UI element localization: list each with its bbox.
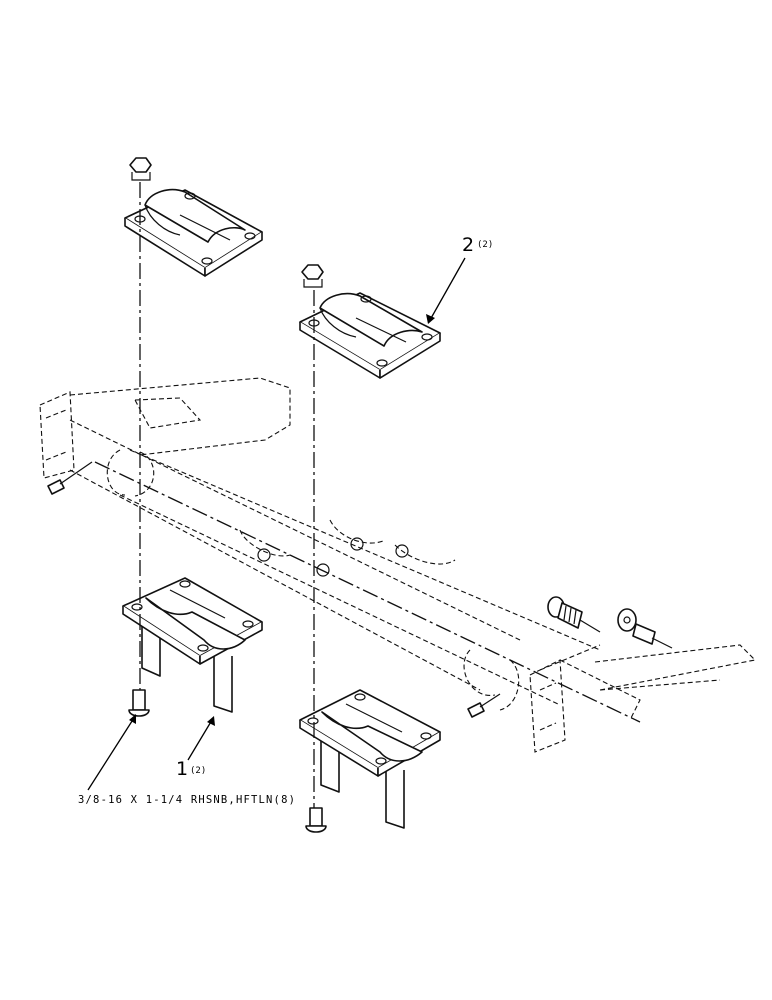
lower-clamp-base-left bbox=[122, 577, 263, 717]
upper-clamp-cap-left bbox=[124, 157, 263, 277]
spring-bolt-right bbox=[617, 608, 673, 649]
axle-assembly-hidden bbox=[39, 377, 757, 753]
bolt-axis-lines bbox=[139, 182, 315, 808]
right-grease-fitting bbox=[467, 693, 501, 718]
spring-bolt-left bbox=[547, 596, 601, 633]
upper-clamp-cap-right bbox=[299, 264, 441, 379]
hardware-spec-label: 3/8-16 X 1-1/4 RHSNB,HFTLN(8) bbox=[78, 794, 297, 806]
callout-leaders bbox=[87, 257, 466, 791]
callout-1-number: 1 bbox=[176, 758, 189, 780]
left-grease-fitting bbox=[47, 461, 93, 495]
callout-2-number: 2 bbox=[462, 234, 475, 256]
callout-2-quantity: (2) bbox=[477, 240, 494, 250]
lower-clamp-base-right bbox=[299, 689, 441, 833]
callout-1-quantity: (2) bbox=[190, 766, 207, 776]
